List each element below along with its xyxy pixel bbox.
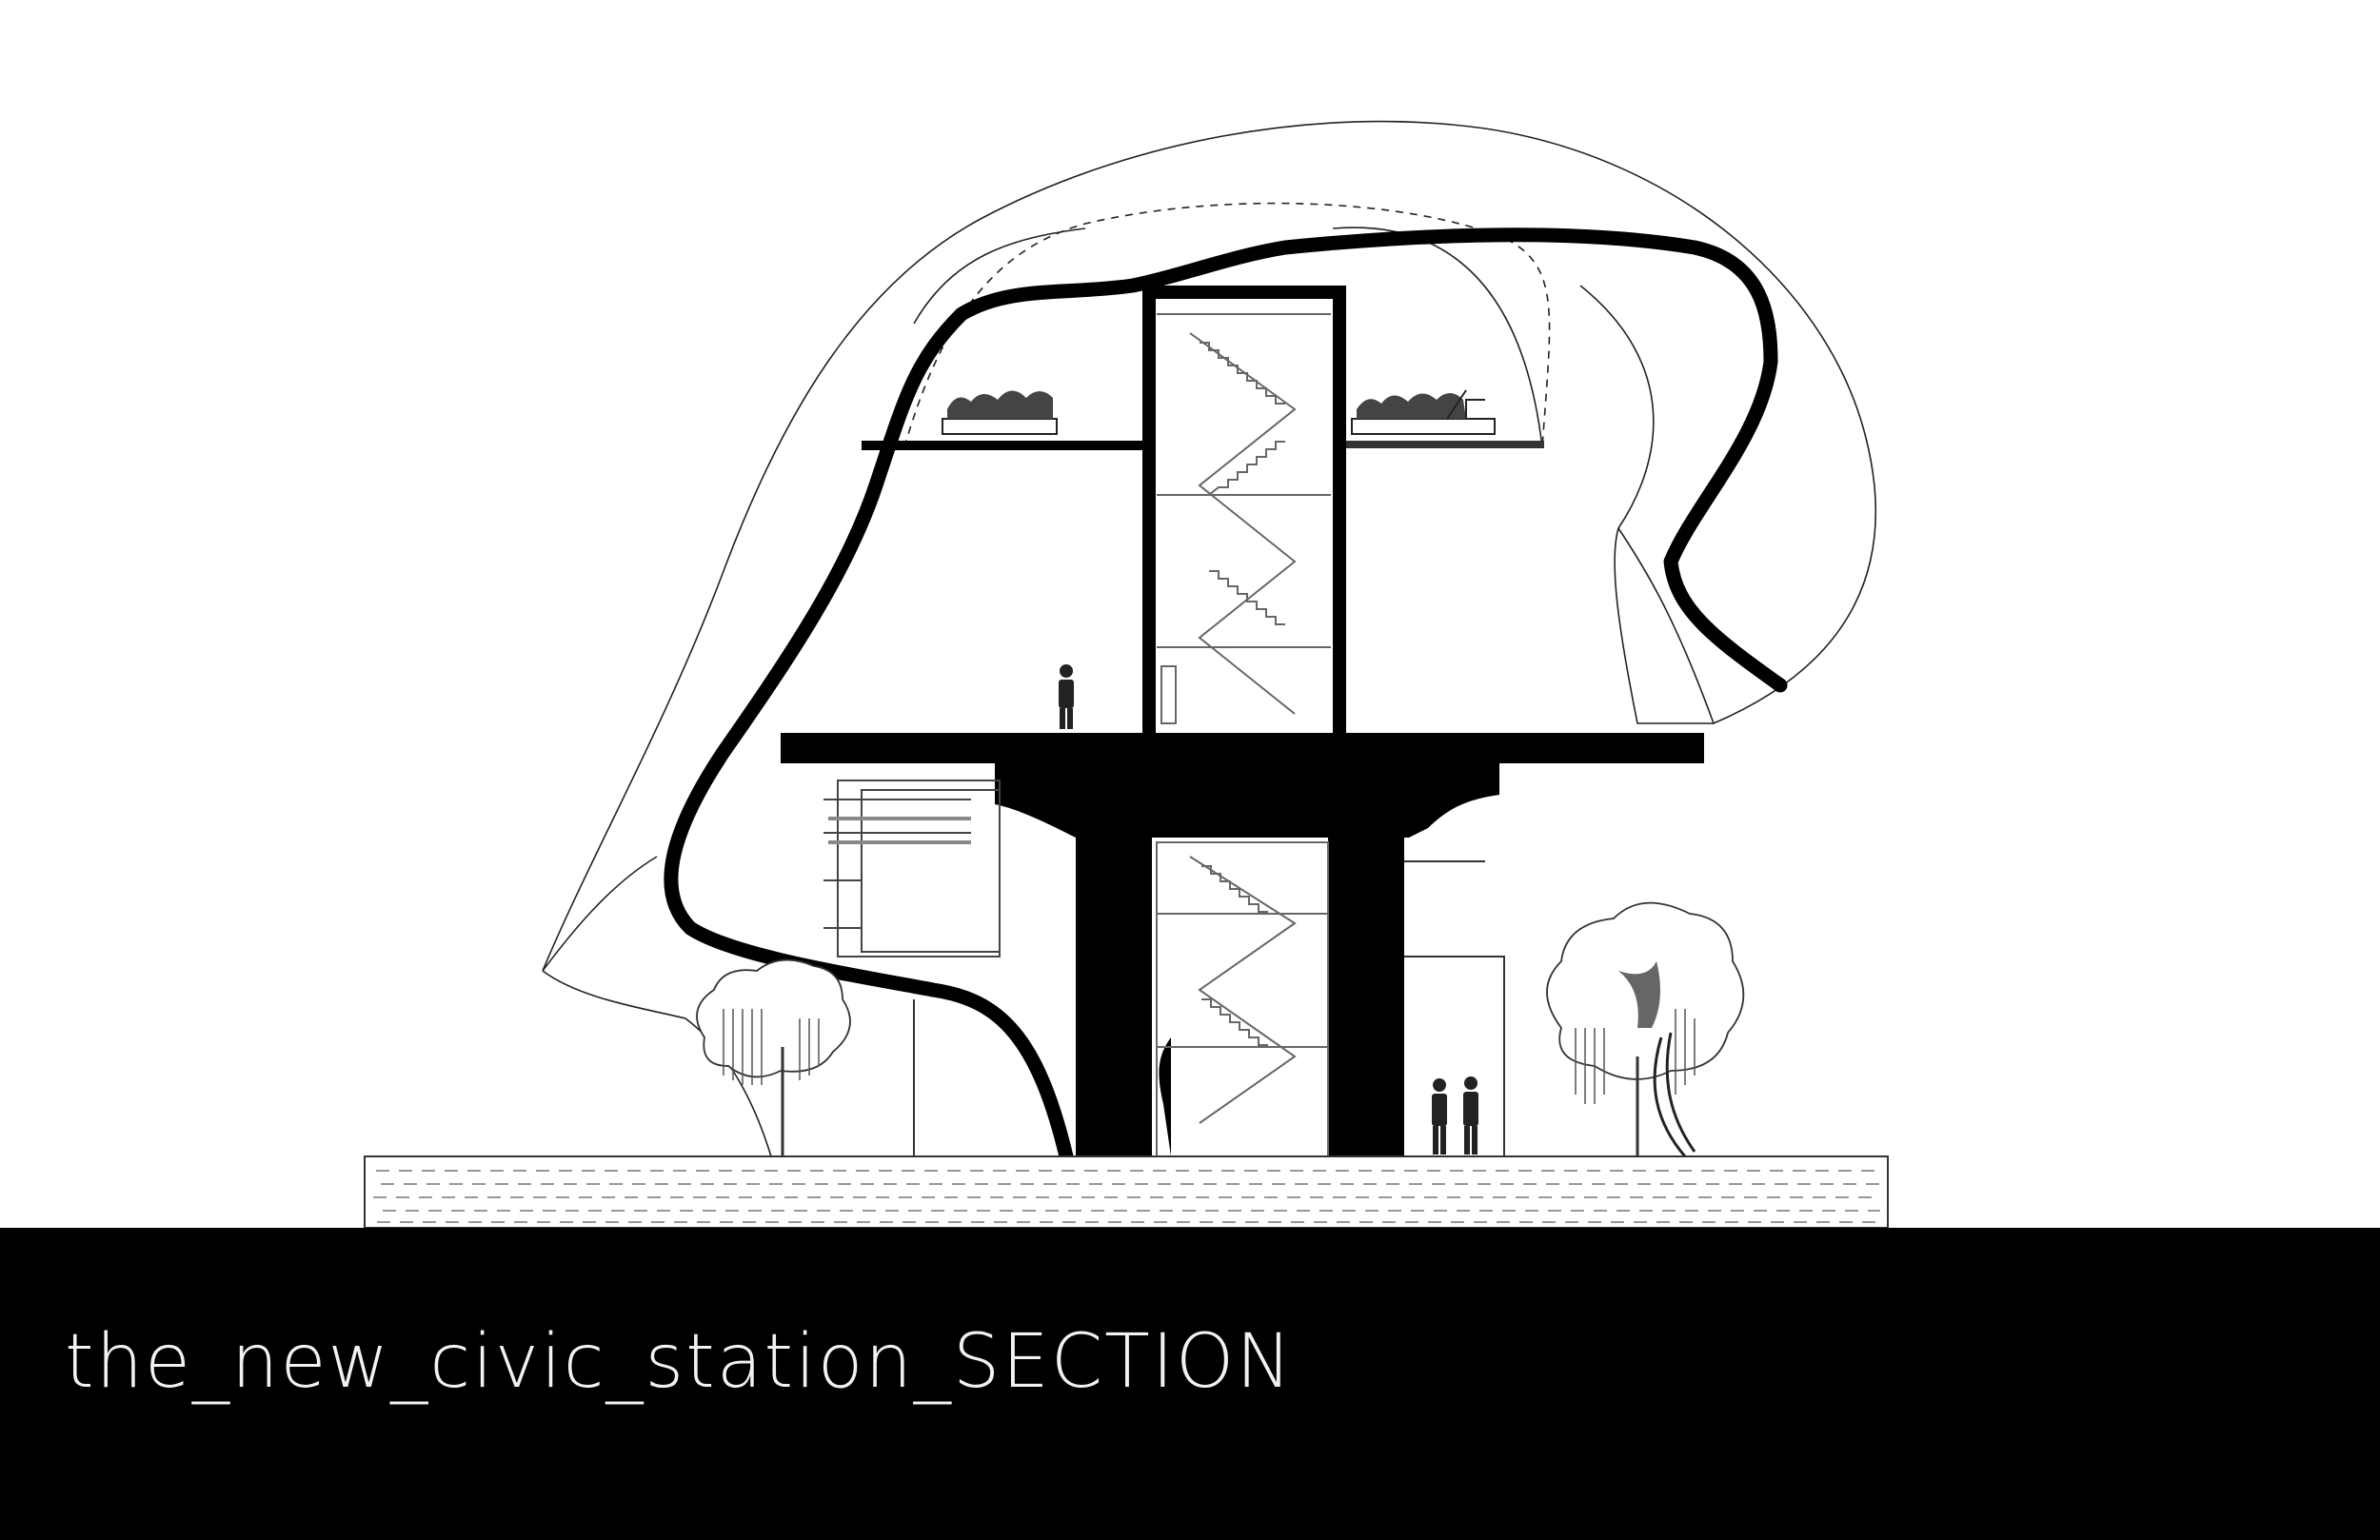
title-band <box>0 1228 2380 1540</box>
lower-stair <box>1156 841 1329 1157</box>
drawing-title: the_new_civic_station_SECTION <box>65 1319 1294 1405</box>
columns <box>1076 836 1404 1156</box>
stair-core <box>1142 286 1346 733</box>
tree-right <box>1546 901 1745 1157</box>
left-volume <box>823 780 1001 958</box>
tree-left <box>696 958 851 1156</box>
ground-plinth <box>364 1155 1889 1228</box>
people-ground <box>1432 1076 1478 1155</box>
inner-envelope <box>664 227 1788 1164</box>
upper-terraces <box>862 389 1544 450</box>
person-deck <box>1059 664 1074 729</box>
section-drawing <box>364 120 1889 1228</box>
ground-enclosures <box>913 860 1505 1156</box>
main-deck <box>781 733 1704 838</box>
outer-canopy <box>542 120 1877 1157</box>
